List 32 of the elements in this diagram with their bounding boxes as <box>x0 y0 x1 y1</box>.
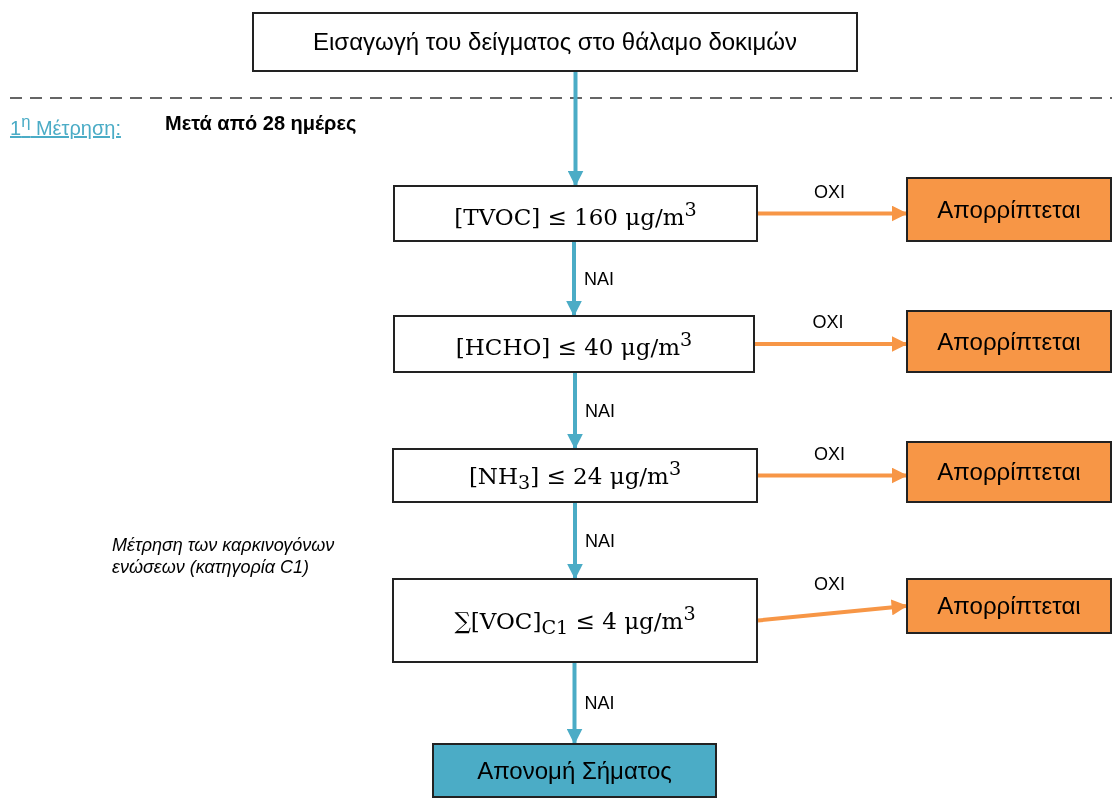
box-text: ∑[VOC]$_{C1}$ ≤ 4 μg/m$^{3}$ <box>454 601 696 640</box>
box-text: Απορρίπτεται <box>937 195 1081 224</box>
reject-box <box>906 578 1112 634</box>
box-text: Απορρίπτεται <box>937 458 1081 486</box>
process-box <box>252 12 858 72</box>
box-text: [TVOC] ≤ 160 μg/m$^{3}$ <box>454 197 697 230</box>
arrow <box>566 663 583 745</box>
box-text: [NH$_{3}$] ≤ 24 μg/m$^{3}$ <box>468 456 682 495</box>
arrow <box>758 467 908 484</box>
box-text: Απονομή Σήματος <box>477 756 672 785</box>
arrow <box>566 242 582 317</box>
reject-box <box>906 441 1112 503</box>
arrow <box>567 373 583 450</box>
box-text: [HCHO] ≤ 40 μg/m$^{3}$ <box>455 328 693 360</box>
arrow <box>758 205 908 222</box>
arrow <box>757 599 908 623</box>
section-heading: 1$^{η}$ Μέτρηση: <box>10 112 121 140</box>
result-box <box>432 743 717 798</box>
process-box <box>392 448 758 503</box>
reject-box <box>906 177 1112 242</box>
note-text: Μέτρηση των καρκινογόνων ενώσεων (κατηγορία C1) <box>112 534 336 578</box>
reject-box <box>906 310 1112 373</box>
heading-text: Μετά από 28 ημέρες <box>165 112 357 135</box>
arrow <box>755 336 908 352</box>
box-text: Εισαγωγή του δείγματος στο θάλαμο δοκιμών <box>313 28 797 56</box>
process-box <box>393 315 755 373</box>
box-text: Απορρίπτεται <box>937 592 1081 620</box>
arrow <box>567 72 584 187</box>
process-box <box>393 185 758 242</box>
box-text: Απορρίπτεται <box>937 327 1081 356</box>
process-box <box>392 578 758 663</box>
arrow <box>567 503 583 580</box>
